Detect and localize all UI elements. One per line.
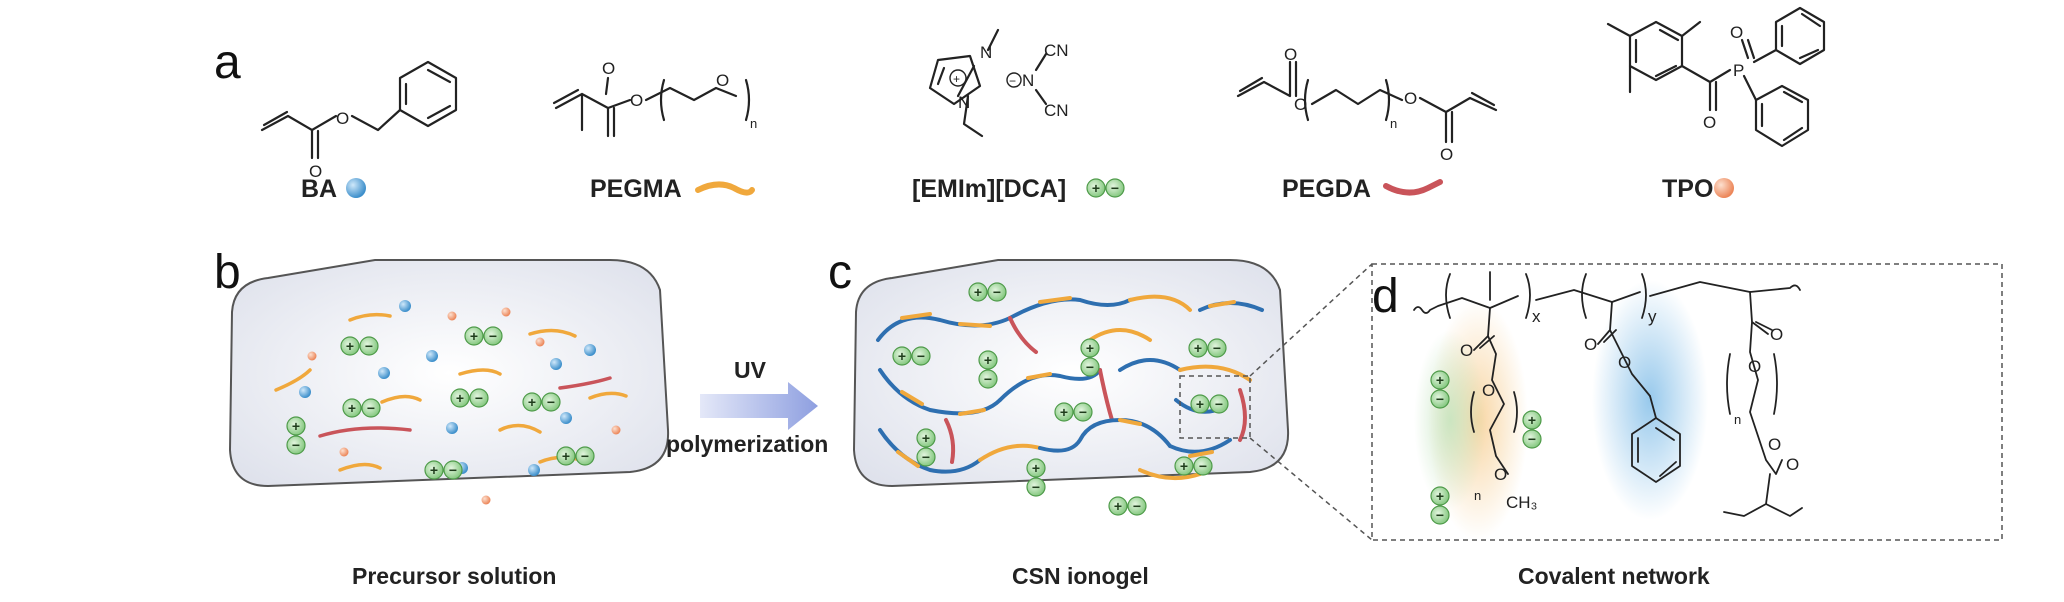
atom-o: O <box>1440 145 1453 164</box>
plus-sign: + <box>953 72 960 86</box>
panel-label-b: b <box>214 246 241 299</box>
benzyl-glow <box>1592 280 1708 520</box>
tpo-structure: P O O <box>1606 6 1826 148</box>
atom-o: O <box>1768 435 1781 454</box>
emim-dca-label: [EMIm][DCA] <box>912 175 1066 203</box>
panel-label-c: c <box>828 246 852 299</box>
repeat-n: n <box>1390 116 1397 131</box>
repeat-x: x <box>1532 307 1541 326</box>
uv-arrow <box>700 382 818 430</box>
minus-sign: − <box>1009 74 1016 88</box>
cyano-group: CN <box>1044 101 1069 120</box>
atom-o: O <box>336 109 349 128</box>
atom-o: O <box>716 71 729 90</box>
ion-glow <box>1414 330 1486 510</box>
ionogel-caption: CSN ionogel <box>1012 563 1149 589</box>
network-structure <box>1413 271 1803 517</box>
atom-o: O <box>1494 465 1507 484</box>
methyl-group: CH₃ <box>1506 493 1537 512</box>
atom-o: O <box>309 162 322 181</box>
atom-o: O <box>602 59 615 78</box>
precursor-box <box>228 259 670 488</box>
repeat-y: y <box>1648 307 1657 326</box>
pegda-chain-icon <box>1383 179 1443 196</box>
arrow-bottom-label: polymerization <box>666 431 828 457</box>
atom-o: O <box>1294 95 1307 114</box>
atom-o: O <box>1770 325 1783 344</box>
pegda-label: PEGDA <box>1282 175 1371 203</box>
zoom-lines <box>1249 263 1373 541</box>
panel-label-a: a <box>214 36 241 89</box>
atom-p: P <box>1733 61 1744 80</box>
atom-o: O <box>1748 357 1761 376</box>
ba-bead-icon <box>346 178 366 198</box>
atom-o: O <box>1703 113 1716 132</box>
ba-structure: O O <box>260 60 458 181</box>
emim-dca-structure: + N N − N CN CN <box>928 28 1069 138</box>
atom-n: N <box>980 43 992 62</box>
pegma-label: PEGMA <box>590 175 682 203</box>
arrow-top-label: UV <box>734 357 767 383</box>
ion-pair-icon <box>1086 178 1125 198</box>
atom-o: O <box>1730 23 1743 42</box>
ba-label: BA <box>301 175 337 203</box>
atom-o: O <box>1584 335 1597 354</box>
panel-label-d: d <box>1372 270 1399 323</box>
pegma-chain-icon <box>695 181 755 196</box>
network-atoms: x y O O O n CH₃ O O O O n O O <box>1460 307 1799 512</box>
repeat-n: n <box>750 116 757 131</box>
atom-n: N <box>1022 71 1034 90</box>
atom-o: O <box>1482 381 1495 400</box>
zoom-region <box>1179 375 1251 439</box>
repeat-n: n <box>1734 412 1741 427</box>
cyano-group: CN <box>1044 41 1069 60</box>
repeat-n: n <box>1474 488 1481 503</box>
tpo-label: TPO <box>1662 175 1713 203</box>
atom-o: O <box>1618 353 1631 372</box>
atom-o: O <box>1404 89 1417 108</box>
atom-o: O <box>1786 455 1799 474</box>
atom-o: O <box>630 91 643 110</box>
atom-o: O <box>1284 45 1297 64</box>
precursor-caption: Precursor solution <box>352 563 556 589</box>
atom-o: O <box>1460 341 1473 360</box>
pegda-structure: O O O O n <box>1236 45 1498 164</box>
pegma-structure: O O O n <box>552 59 757 138</box>
atom-n: N <box>958 93 970 112</box>
precursor-contents <box>274 300 628 505</box>
network-caption: Covalent network <box>1518 563 1710 589</box>
tpo-bead-icon <box>1714 178 1734 198</box>
